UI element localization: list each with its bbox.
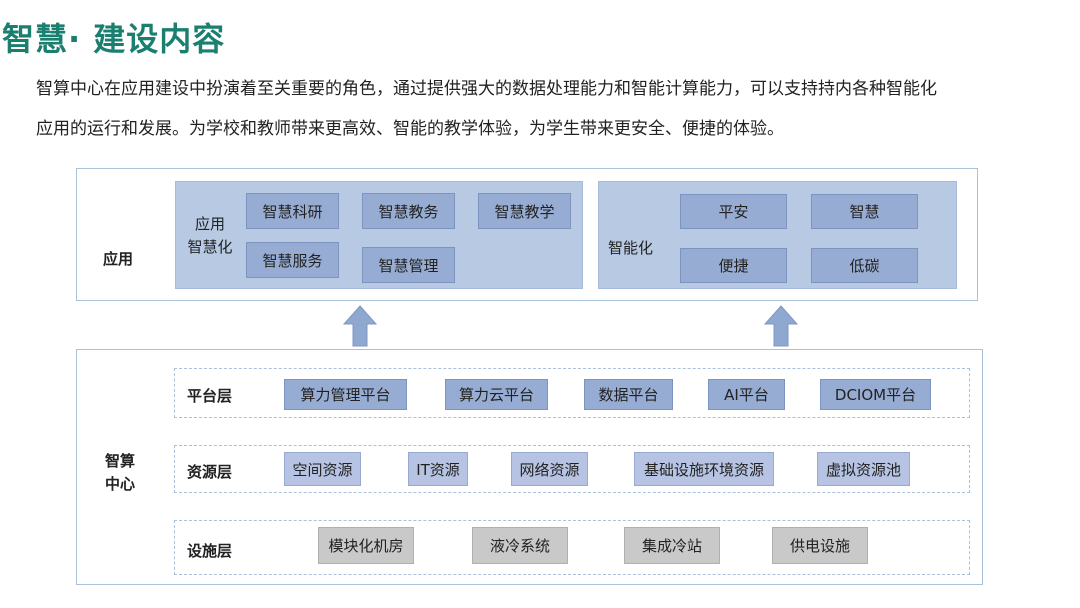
compute-center-label-line-2: 中心 (104, 475, 135, 493)
box-virtual-resource-pool: 虚拟资源池 (817, 452, 910, 486)
box-data-platform: 数据平台 (584, 379, 673, 410)
box-smart-management: 智慧管理 (362, 247, 455, 283)
box-smart-academic-affairs: 智慧教务 (362, 193, 455, 229)
box-power-supply-facilities: 供电设施 (772, 527, 868, 564)
box-liquid-cooling-system: 液冷系统 (472, 527, 568, 564)
box-safe: 平安 (680, 194, 787, 229)
page-title: 智慧· 建设内容 (2, 20, 226, 58)
panel-label-line-2: 智慧化 (187, 238, 233, 256)
compute-center-label-line-1: 智算 (104, 452, 135, 470)
box-smart-teaching: 智慧教学 (478, 193, 571, 229)
box-low-carbon: 低碳 (811, 248, 918, 283)
platform-layer-label: 平台层 (187, 387, 233, 405)
facility-layer-label: 设施层 (187, 542, 233, 560)
box-integrated-cooling-station: 集成冷站 (624, 527, 720, 564)
box-convenient: 便捷 (680, 248, 787, 283)
description-line-2: 应用的运行和发展。为学校和教师带来更高效、智能的教学体验，为学生带来更安全、便捷… (36, 119, 784, 139)
box-smart-service: 智慧服务 (246, 242, 339, 278)
panel-label-line-1: 应用 (194, 215, 225, 233)
box-infrastructure-environment-resources: 基础设施环境资源 (634, 452, 774, 486)
box-space-resources: 空间资源 (284, 452, 361, 486)
box-smart-research: 智慧科研 (246, 193, 339, 229)
up-arrow-icon (763, 305, 799, 347)
box-network-resources: 网络资源 (511, 452, 588, 486)
resource-layer-label: 资源层 (187, 463, 233, 481)
box-computing-management-platform: 算力管理平台 (284, 379, 407, 410)
box-it-resources: IT资源 (408, 452, 468, 486)
box-ai-platform: AI平台 (708, 379, 785, 410)
application-label: 应用 (103, 250, 134, 268)
compute-center-label: 智算 中心 (100, 450, 140, 496)
box-modular-machine-room: 模块化机房 (318, 527, 414, 564)
box-smart: 智慧 (811, 194, 918, 229)
box-dciom-platform: DCIOM平台 (820, 379, 931, 410)
box-computing-cloud-platform: 算力云平台 (445, 379, 548, 410)
intelligent-panel-label: 智能化 (608, 239, 654, 257)
up-arrow-icon (342, 305, 378, 347)
smart-application-panel-label: 应用 智慧化 (182, 213, 238, 259)
description-line-1: 智算中心在应用建设中扮演着至关重要的角色，通过提供强大的数据处理能力和智能计算能… (36, 79, 937, 99)
